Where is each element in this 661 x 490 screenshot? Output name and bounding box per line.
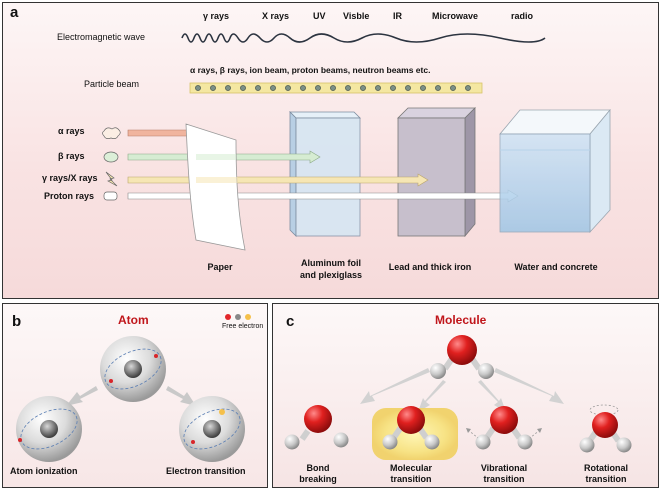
particle-beam (189, 82, 483, 94)
barrier-water: Water and concrete (514, 262, 598, 272)
panel-c (272, 303, 659, 488)
em-wave-label: Electromagnetic wave (57, 32, 146, 42)
ray-beta-label: β rays (58, 151, 85, 161)
water-tank (499, 133, 591, 233)
barrier-lead: Lead and thick iron (388, 262, 472, 272)
panel-b-label: b (12, 313, 22, 330)
lead-block (397, 107, 476, 119)
gamma-source-icon (105, 171, 118, 187)
molecule-vibrational (466, 406, 542, 450)
aluminum-slab (289, 111, 361, 119)
panel-a-label: a (10, 4, 19, 21)
molecule-top (430, 335, 494, 379)
particle-types: α rays, β rays, ion beam, proton beams, … (190, 65, 431, 75)
ray-gamma-label: γ rays/X rays (42, 173, 98, 183)
spectrum-gamma: γ rays (203, 11, 230, 21)
ray-proton-label: Proton rays (44, 191, 95, 201)
spectrum-radio: radio (511, 11, 534, 21)
excitation-arrow (166, 386, 196, 406)
proton-source-icon (103, 191, 118, 201)
panel-c-label: c (286, 313, 295, 330)
beta-source-icon (103, 151, 119, 163)
spectrum-visible: Visble (343, 11, 370, 21)
ray-alpha-label: α rays (58, 126, 85, 136)
electron-transition-caption: Electron transition (166, 466, 246, 476)
gamma-ray-arrow (127, 173, 429, 187)
molecule-transition (372, 406, 458, 460)
paper-sheet (185, 123, 246, 251)
free-electron-legend: Free electron (222, 323, 264, 330)
alpha-source-icon (102, 127, 121, 140)
molecule-rotational (579, 404, 632, 453)
barrier-paper: Paper (207, 262, 233, 272)
atom-title: Atom (118, 313, 149, 327)
spectrum-microwave: Microwave (432, 11, 479, 21)
particle-beam-label: Particle beam (84, 79, 140, 89)
spectrum-ir: IR (393, 11, 402, 21)
spectrum-xray: X rays (262, 11, 290, 21)
ionization-arrow (66, 386, 98, 406)
molecule-title: Molecule (435, 313, 487, 327)
spectrum-uv: UV (313, 11, 326, 21)
atom-ionization-caption: Atom ionization (10, 466, 78, 476)
particle-dots (195, 85, 471, 91)
barrier-aluminum: Aluminum foil and plexiglass (299, 258, 363, 280)
em-wave (181, 33, 546, 43)
molecule-bond-breaking (284, 405, 349, 450)
